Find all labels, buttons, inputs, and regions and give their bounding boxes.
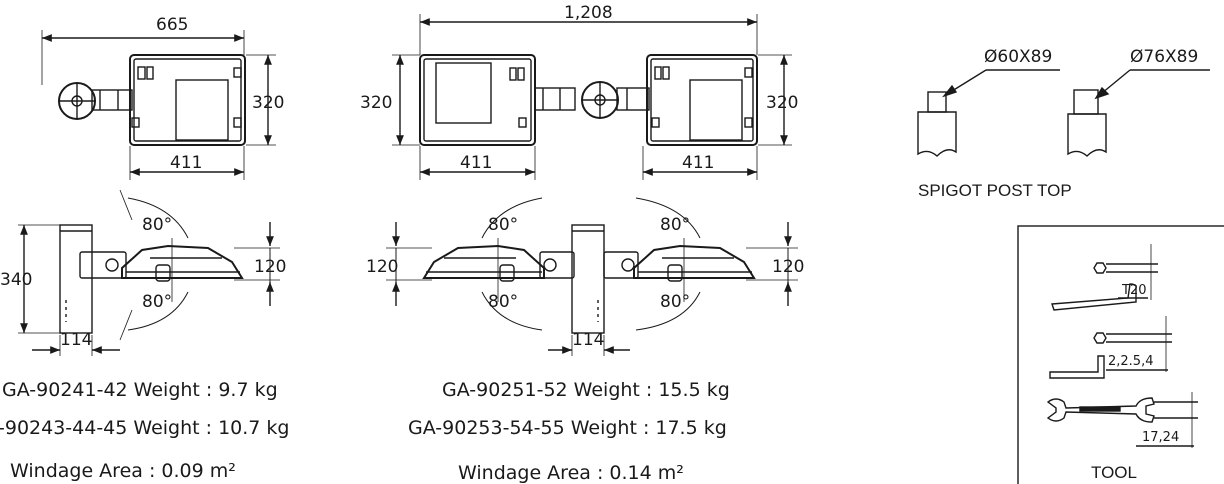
spigot-caption: SPIGOT POST TOP: [918, 181, 1072, 200]
hex-key-icon: [1049, 316, 1172, 379]
double-right-tilt-up-label: 80°: [660, 215, 690, 235]
spigot-small-drawing: [917, 69, 1060, 157]
tool-t20-label: T20: [1121, 283, 1146, 298]
single-side-dims: [18, 222, 280, 356]
single-width-label: 665: [156, 15, 188, 35]
double-side-dims: [386, 222, 798, 356]
single-side-view: [59, 189, 244, 341]
single-windage: Windage Area : 0.09 m²: [10, 460, 236, 482]
single-top-view: [58, 54, 246, 146]
double-weight-a: GA-90251-52 Weight : 15.5 kg: [442, 379, 730, 401]
single-height-label: 320: [252, 93, 284, 113]
single-weight-b: -90243-44-45 Weight : 10.7 kg: [0, 417, 290, 439]
wrench-icon: [1046, 392, 1198, 448]
single-weight-a: GA-90241-42 Weight : 9.7 kg: [2, 379, 278, 401]
single-tilt-down-label: 80°: [142, 292, 172, 312]
tool-wrench-label: 17,24: [1142, 430, 1179, 445]
tool-hex-label: 2,2.5,4: [1108, 354, 1153, 369]
spigot-small-label: Ø60X89: [984, 47, 1052, 67]
spigot-large-label: Ø76X89: [1130, 47, 1198, 67]
tool-box: [1017, 225, 1224, 484]
double-dim-lines: [392, 14, 792, 180]
single-tilt-up-label: 80°: [142, 215, 172, 235]
single-side-height-label: 340: [0, 270, 32, 290]
double-windage: Windage Area : 0.14 m²: [458, 462, 684, 484]
double-weight-b: GA-90253-54-55 Weight : 17.5 kg: [408, 417, 727, 439]
double-width-label: 1,208: [564, 3, 613, 23]
single-body-width-label: 411: [170, 153, 202, 173]
double-post-width-label: 114: [572, 330, 604, 350]
double-left-height-label: 320: [360, 93, 392, 113]
double-right-body-label: 411: [682, 153, 714, 173]
double-side-view: [422, 197, 756, 334]
single-dim-lines: [41, 30, 276, 180]
double-left-tilt-up-label: 80°: [488, 215, 518, 235]
single-arm-height-label: 120: [254, 257, 286, 277]
single-post-width-label: 114: [60, 330, 92, 350]
double-left-arm-label: 120: [366, 257, 398, 277]
double-right-tilt-down-label: 80°: [660, 292, 690, 312]
double-left-body-label: 411: [460, 153, 492, 173]
spigot-large-drawing: [1067, 69, 1210, 157]
double-top-view: [419, 54, 758, 146]
tool-caption: TOOL: [1091, 463, 1137, 482]
double-right-arm-label: 120: [772, 257, 804, 277]
double-left-tilt-down-label: 80°: [488, 292, 518, 312]
torx-key-icon: [1051, 244, 1158, 311]
double-right-height-label: 320: [766, 93, 798, 113]
